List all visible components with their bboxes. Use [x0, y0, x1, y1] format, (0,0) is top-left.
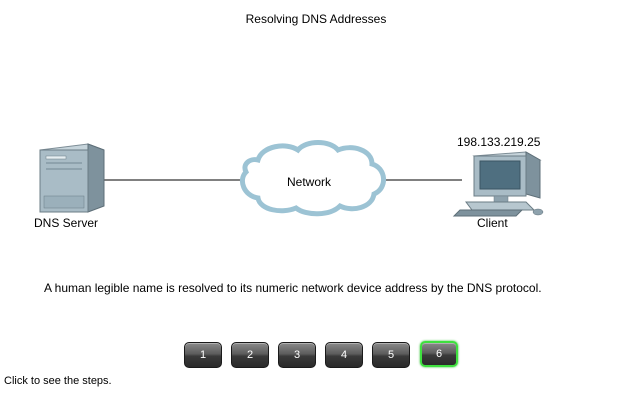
network-label: Network	[287, 175, 332, 189]
dns-server-label: DNS Server	[34, 216, 99, 230]
page-title: Resolving DNS Addresses	[245, 12, 387, 26]
step-5-button[interactable]: 5	[372, 342, 410, 368]
client-computer-icon	[452, 151, 544, 217]
step-4-button[interactable]: 4	[325, 342, 363, 368]
client-ip-address: 198.133.219.25	[457, 135, 541, 149]
step-3-button[interactable]: 3	[278, 342, 316, 368]
instruction-text: Click to see the steps.	[4, 375, 112, 387]
step-description: A human legible name is resolved to its …	[44, 281, 542, 295]
client-label: Client	[477, 216, 508, 230]
step-1-button[interactable]: 1	[184, 342, 222, 368]
dns-server-icon	[39, 143, 105, 213]
network-cloud-icon	[240, 140, 386, 217]
step-2-button[interactable]: 2	[231, 342, 269, 368]
step-6-button[interactable]: 6	[420, 341, 458, 367]
